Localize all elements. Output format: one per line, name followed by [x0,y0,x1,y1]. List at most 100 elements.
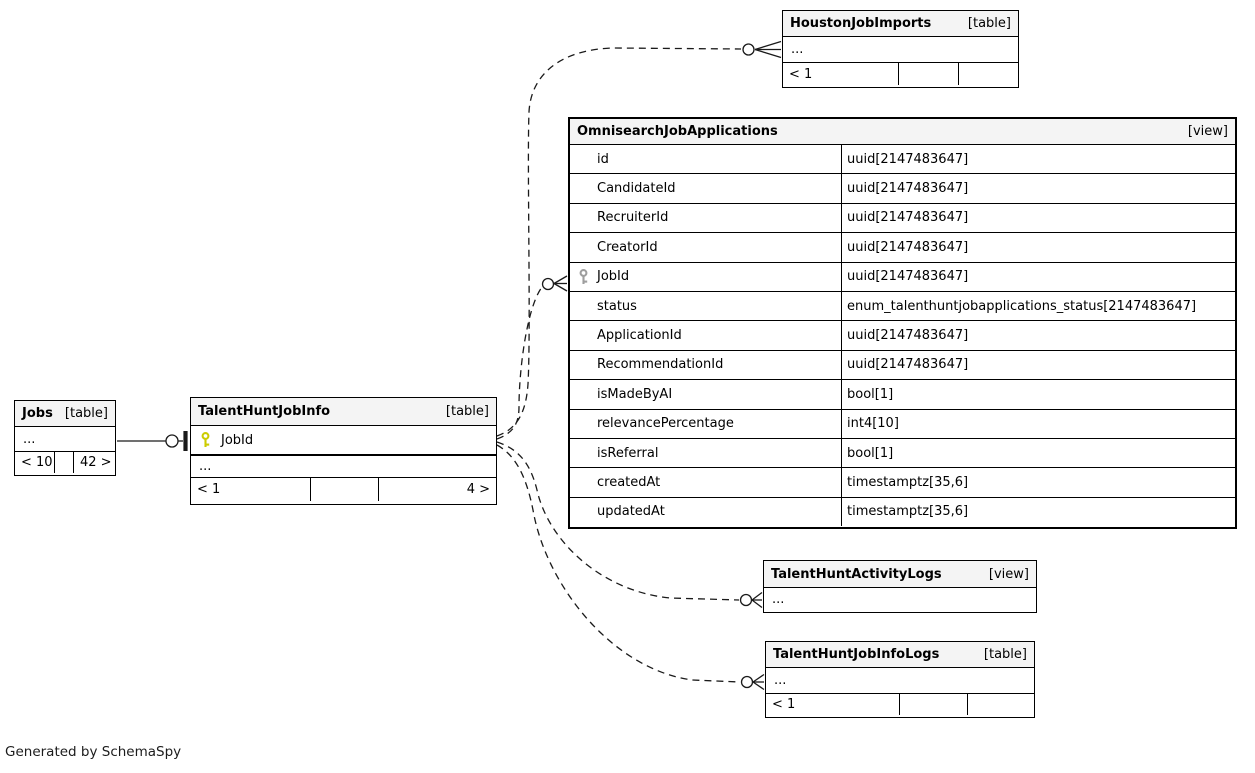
relation-talenthuntjobinfo-omnisearch [496,275,568,440]
table-kind: [table] [967,16,1011,31]
table-header-talenthuntjobinfologs[interactable]: TalentHuntJobInfoLogs [table] [766,642,1034,668]
column-row-recruiterid[interactable]: RecruiterId uuid[2147483647] [570,203,1235,234]
column-name: isReferral [597,445,659,461]
table-header-houstonjobimports[interactable]: HoustonJobImports [table] [783,11,1018,37]
column-type: int4[10] [847,416,899,432]
table-footer: < 1 [783,63,1018,85]
relation-jobs-talenthuntjobinfo [117,431,188,451]
column-row-isreferral[interactable]: isReferral bool[1] [570,438,1235,469]
footer-cell-mid [55,452,74,473]
footer-cell-rows[interactable]: 42 > [80,455,112,470]
table-box-talenthuntjobinfologs[interactable]: TalentHuntJobInfoLogs [table] ... < 1 [765,641,1035,718]
column-name: CreatorId [597,239,658,255]
column-type: timestamptz[35,6] [847,504,969,520]
column-name: createdAt [597,474,661,490]
table-box-omnisearchjobapplications[interactable]: OmnisearchJobApplications [view] id uuid[… [568,117,1237,529]
column-name-cell: id [570,145,842,174]
column-name: JobId [597,269,630,285]
table-name: OmnisearchJobApplications [577,124,778,139]
ellipsis-row: ... [15,427,115,452]
column-name: CandidateId [597,181,676,197]
table-box-talenthuntjobinfo[interactable]: TalentHuntJobInfo [table] JobId ... < 1 … [190,397,497,505]
column-type: uuid[2147483647] [847,328,969,344]
column-rows: id uuid[2147483647] CandidateId uuid[214748… [570,145,1235,527]
column-name: RecommendationId [597,357,724,373]
primary-key-icon [200,432,211,448]
column-name-cell: CandidateId [570,174,842,203]
column-name: id [597,151,609,167]
column-name: JobId [221,432,254,448]
column-row-relevancepercentage[interactable]: relevancePercentage int4[10] [570,409,1235,439]
table-box-houstonjobimports[interactable]: HoustonJobImports [table] ... < 1 [782,10,1019,88]
footer-cell-parents[interactable]: 4 > [466,482,490,497]
column-type: bool[1] [847,445,894,461]
foreign-key-icon [578,268,589,285]
column-row-applicationid[interactable]: ApplicationId uuid[2147483647] [570,321,1235,351]
ellipsis-row: ... [191,456,496,478]
table-header-jobs[interactable]: Jobs [table] [15,401,115,427]
table-header-omnisearchjobapplications[interactable]: OmnisearchJobApplications [view] [570,119,1235,145]
column-name-cell: CreatorId [570,233,842,262]
column-row-jobid[interactable]: JobId [191,426,496,456]
column-row-jobid[interactable]: JobId uuid[2147483647] [570,262,1235,292]
column-row-createdat[interactable]: createdAt timestamptz[35,6] [570,468,1235,498]
table-kind: [view] [1187,124,1228,139]
column-name-cell: updatedAt [570,497,842,527]
footer-cell-parents [959,63,1018,85]
column-name-cell: RecruiterId [570,203,842,233]
footer-cell-mid [311,478,379,501]
table-name: TalentHuntJobInfo [198,404,331,419]
footer-cell-parents [968,694,1034,715]
table-kind: [table] [983,647,1027,662]
footer-cell-children[interactable]: < 1 [191,478,311,501]
table-box-jobs[interactable]: Jobs [table] ... < 10 42 > [14,400,116,476]
footer-cell-children[interactable]: < 1 [766,694,900,715]
column-row-candidateid[interactable]: CandidateId uuid[2147483647] [570,174,1235,204]
table-name: TalentHuntJobInfoLogs [773,647,940,662]
ellipsis-row: ... [766,668,1034,694]
table-name: Jobs [22,406,53,421]
column-type: uuid[2147483647] [847,239,969,255]
column-name-cell: status [570,291,842,321]
footer-cell-mid [899,63,959,85]
column-type: uuid[2147483647] [847,151,969,167]
column-type: uuid[2147483647] [847,210,969,226]
table-name: TalentHuntActivityLogs [771,566,942,582]
relation-talenthuntjobinfo-houston [496,40,782,437]
column-row-recommendationid[interactable]: RecommendationId uuid[2147483647] [570,350,1235,381]
table-header-talenthuntjobinfo[interactable]: TalentHuntJobInfo [table] [191,398,496,426]
column-row-updatedat[interactable]: updatedAt timestamptz[35,6] [570,497,1235,527]
table-kind: [table] [64,406,108,421]
relation-talenthuntjobinfo-activitylogs [496,441,763,609]
footer-cell-children[interactable]: < 10 [15,452,55,473]
column-name: relevancePercentage [597,416,734,432]
table-header-talenthuntactivitylogs[interactable]: TalentHuntActivityLogs [view] [764,561,1036,588]
relation-talenthuntjobinfo-jobinfologs [496,444,765,691]
table-kind: [table] [445,404,489,419]
column-name: updatedAt [597,504,665,520]
column-name: status [597,298,637,314]
column-type: timestamptz[35,6] [847,474,969,490]
column-type: uuid[2147483647] [847,269,969,285]
column-name-cell: RecommendationId [570,350,842,380]
table-footer: < 1 [766,694,1034,715]
column-type: uuid[2147483647] [847,181,969,197]
footer-cell-children[interactable]: < 1 [783,63,899,85]
column-name-cell: isMadeByAI [570,380,842,409]
column-type: uuid[2147483647] [847,357,969,373]
column-row-creatorid[interactable]: CreatorId uuid[2147483647] [570,233,1235,263]
generated-by-note: Generated by SchemaSpy [5,744,182,760]
table-footer: < 10 42 > [15,452,115,473]
table-kind: [view] [988,566,1029,582]
table-box-talenthuntactivitylogs[interactable]: TalentHuntActivityLogs [view] ... [763,560,1037,613]
table-footer: < 1 4 > [191,478,496,501]
column-name-cell: createdAt [570,468,842,497]
column-name: ApplicationId [597,328,682,344]
column-row-id[interactable]: id uuid[2147483647] [570,145,1235,175]
column-name-cell: JobId [570,262,842,291]
column-name: isMadeByAI [597,386,673,402]
